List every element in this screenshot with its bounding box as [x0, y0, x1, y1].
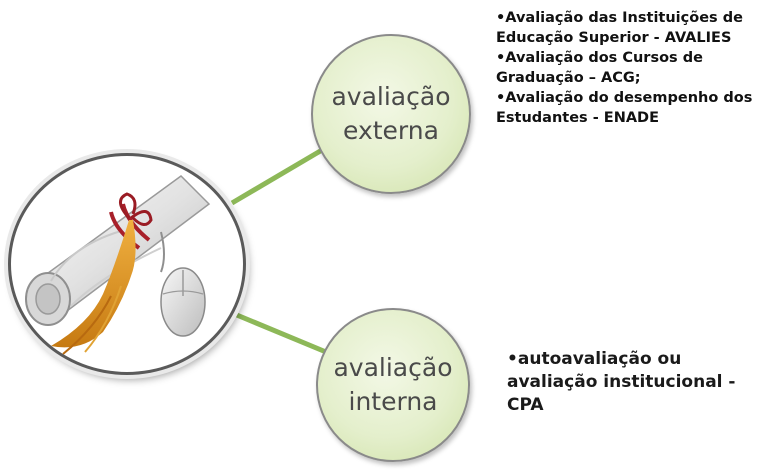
- bullet-list-interna: •autoavaliação ou avaliação instituciona…: [507, 348, 761, 417]
- bullet-item: •Avaliação das Instituições de Educação …: [496, 10, 743, 46]
- mouse-icon: [160, 231, 206, 337]
- bullet-item: •autoavaliação ou avaliação instituciona…: [507, 349, 736, 415]
- diploma-and-mouse-icon: [8, 153, 246, 375]
- node-label-externa: avaliação externa: [331, 82, 451, 145]
- bullet-item: •Avaliação dos Cursos de Graduação – ACG…: [496, 50, 703, 86]
- connector-externa: [230, 147, 324, 206]
- bullet-item: •Avaliação do desempenho dos Estudantes …: [496, 90, 753, 126]
- node-avaliacao-externa: avaliação externa: [311, 34, 471, 194]
- connector-interna: [231, 310, 327, 355]
- node-label-interna: avaliação interna: [333, 353, 453, 416]
- bullet-list-externa: •Avaliação das Instituições de Educação …: [496, 8, 761, 128]
- tassel: [51, 220, 136, 355]
- diploma-scroll: [25, 175, 211, 326]
- node-avaliacao-interna: avaliação interna: [316, 308, 470, 462]
- diploma-illustration: [25, 175, 211, 355]
